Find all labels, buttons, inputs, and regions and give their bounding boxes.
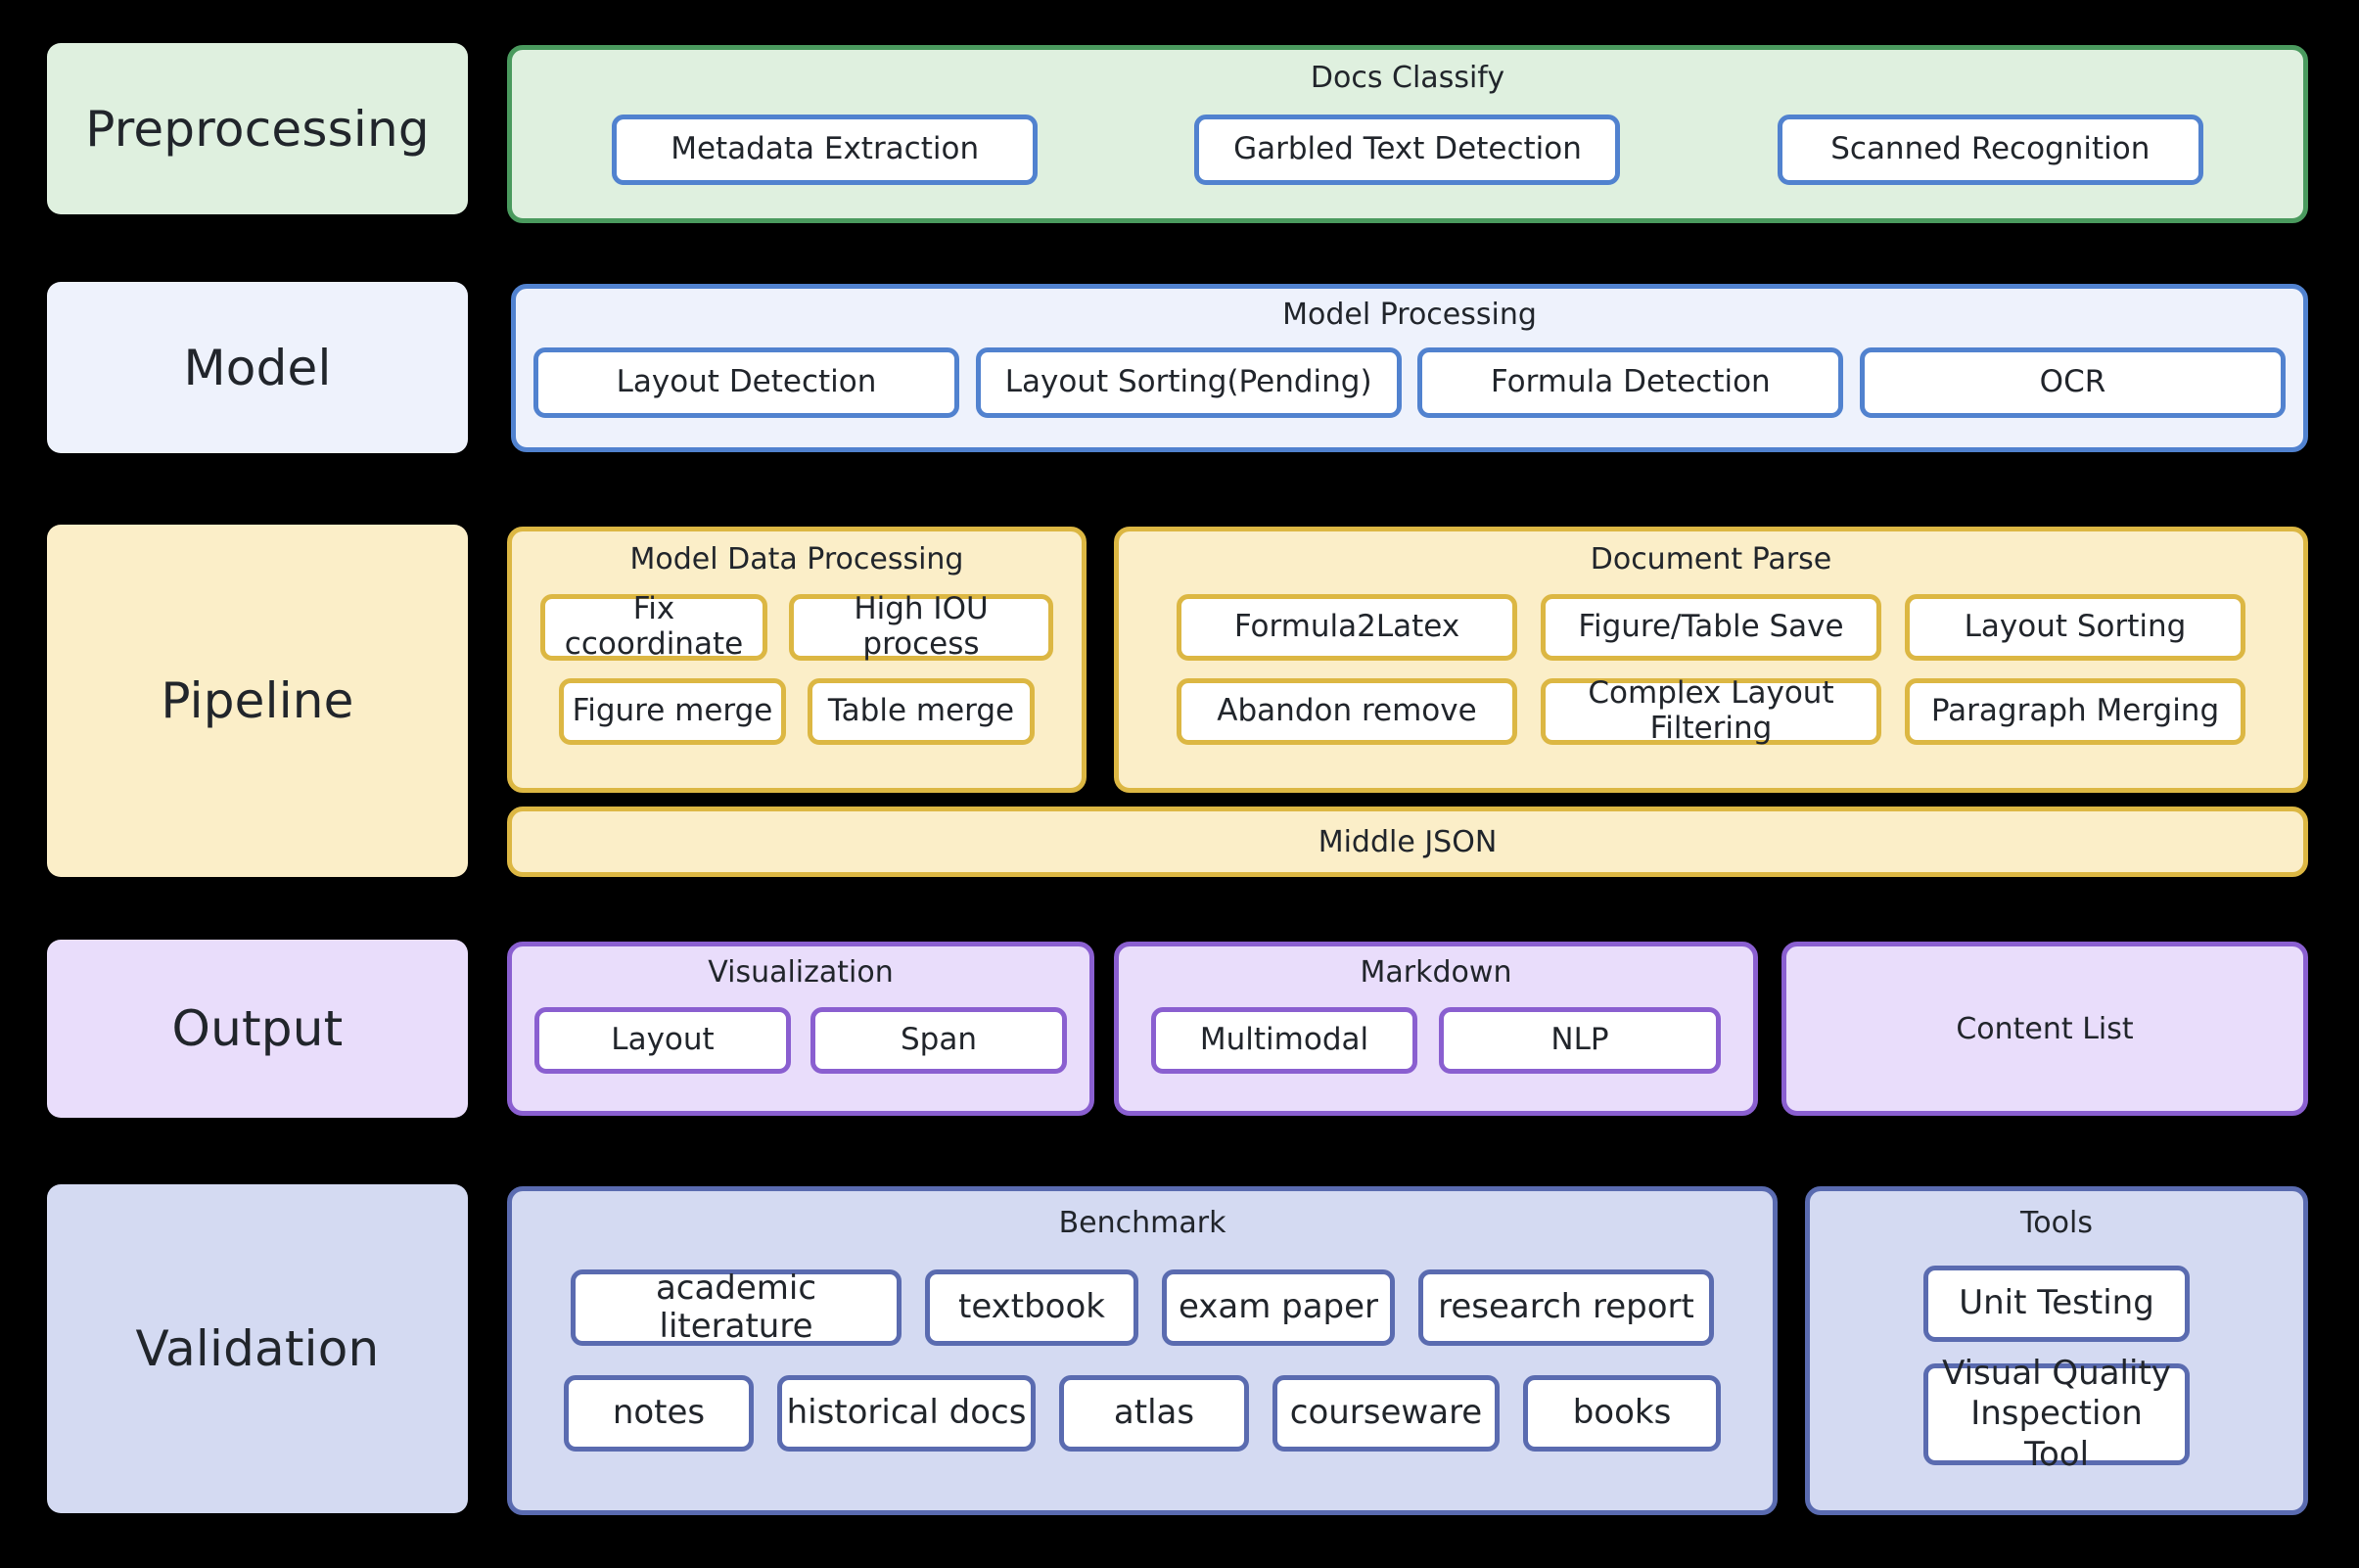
chip-figure-merge[interactable]: Figure merge: [559, 678, 786, 745]
chip-scanned-recognition[interactable]: Scanned Recognition: [1777, 115, 2203, 185]
panel-content-list: Content List: [1781, 942, 2308, 1116]
stage-label-validation-text: Validation: [135, 1320, 380, 1377]
stage-label-pipeline: Pipeline: [47, 525, 468, 877]
chip-table-merge[interactable]: Table merge: [808, 678, 1035, 745]
chip-formula2latex[interactable]: Formula2Latex: [1177, 594, 1517, 661]
chip-unit-testing[interactable]: Unit Testing: [1923, 1266, 2190, 1342]
chip-books[interactable]: books: [1523, 1375, 1721, 1452]
chip-exam-paper[interactable]: exam paper: [1162, 1269, 1395, 1346]
chip-paragraph-merging[interactable]: Paragraph Merging: [1905, 678, 2245, 745]
chip-label: Metadata Extraction: [671, 131, 980, 167]
stage-label-preprocessing: Preprocessing: [47, 43, 468, 214]
chip-label: Fix ccoordinate: [564, 591, 744, 662]
bar-middle-json-label: Middle JSON: [1318, 824, 1498, 859]
stage-label-validation: Validation: [47, 1184, 468, 1513]
chip-layout[interactable]: Layout: [534, 1007, 791, 1074]
chip-complex-layout-filtering[interactable]: Complex Layout Filtering: [1541, 675, 1881, 746]
chip-label: Span: [901, 1022, 977, 1058]
panel-benchmark: Benchmark academic literature textbook e…: [507, 1186, 1778, 1515]
panel-title-tools: Tools: [2020, 1206, 2093, 1240]
chip-label: Formula2Latex: [1233, 609, 1460, 645]
panel-model-data-processing: Model Data Processing Fix ccoordinate Hi…: [507, 527, 1087, 793]
chip-garbled-text-detection[interactable]: Garbled Text Detection: [1194, 115, 1621, 185]
panel-title-docs-classify: Docs Classify: [1310, 61, 1505, 95]
chip-label: academic literature: [655, 1268, 817, 1346]
stage-label-model-text: Model: [183, 339, 332, 396]
chip-fix-ccoordinate[interactable]: Fix ccoordinate: [540, 591, 767, 662]
chip-metadata-extraction[interactable]: Metadata Extraction: [612, 115, 1039, 185]
chip-label: Formula Detection: [1490, 364, 1771, 400]
stage-label-output-text: Output: [171, 1000, 344, 1057]
chip-label: NLP: [1550, 1022, 1609, 1058]
bar-middle-json: Middle JSON: [507, 807, 2308, 877]
chip-label: Table merge: [827, 693, 1015, 729]
chip-label: Layout Sorting: [1964, 609, 2187, 645]
chip-formula-detection[interactable]: Formula Detection: [1417, 347, 1844, 418]
chip-label: Complex Layout Filtering: [1588, 675, 1834, 746]
chip-label: research report: [1438, 1287, 1694, 1327]
chip-high-iou-process[interactable]: High IOU process: [789, 591, 1053, 662]
chip-label: Paragraph Merging: [1930, 693, 2220, 729]
stage-label-output: Output: [47, 940, 468, 1118]
panel-content-list-label: Content List: [1956, 1011, 2134, 1046]
panel-title-markdown: Markdown: [1360, 955, 1512, 990]
chip-label: High IOU process: [854, 591, 989, 662]
chip-span[interactable]: Span: [810, 1007, 1067, 1074]
chip-label: Abandon remove: [1217, 693, 1477, 729]
chip-label: notes: [612, 1393, 706, 1433]
chip-research-report[interactable]: research report: [1418, 1269, 1714, 1346]
chip-label: books: [1572, 1393, 1672, 1433]
chip-label: Scanned Recognition: [1830, 131, 2151, 167]
chip-label: Unit Testing: [1959, 1283, 2154, 1323]
chip-label: OCR: [2039, 364, 2106, 400]
chip-academic-literature[interactable]: academic literature: [571, 1268, 902, 1346]
chip-label: Figure/Table Save: [1578, 609, 1844, 645]
chip-layout-detection[interactable]: Layout Detection: [533, 347, 959, 418]
chip-label: Garbled Text Detection: [1233, 131, 1582, 167]
panel-model-processing: Model Processing Layout Detection Layout…: [511, 284, 2308, 452]
panel-title-model-data-processing: Model Data Processing: [629, 542, 964, 576]
panel-title-benchmark: Benchmark: [1058, 1206, 1226, 1240]
chip-layout-sorting-pending[interactable]: Layout Sorting(Pending): [975, 347, 1402, 418]
chip-visual-quality-inspection-tool[interactable]: Visual Quality Inspection Tool: [1923, 1354, 2190, 1474]
chip-historical-docs[interactable]: historical docs: [777, 1375, 1036, 1452]
chip-multimodal[interactable]: Multimodal: [1151, 1007, 1417, 1074]
chip-abandon-remove[interactable]: Abandon remove: [1177, 678, 1517, 745]
panel-visualization: Visualization Layout Span: [507, 942, 1094, 1116]
chip-textbook[interactable]: textbook: [925, 1269, 1138, 1346]
stage-label-model: Model: [47, 282, 468, 453]
chip-ocr[interactable]: OCR: [1859, 347, 2286, 418]
panel-title-model-processing: Model Processing: [1282, 298, 1537, 332]
chip-courseware[interactable]: courseware: [1272, 1375, 1500, 1452]
chip-figure-table-save[interactable]: Figure/Table Save: [1541, 594, 1881, 661]
chip-label: historical docs: [786, 1393, 1027, 1433]
panel-title-visualization: Visualization: [708, 955, 894, 990]
chip-notes[interactable]: notes: [564, 1375, 754, 1452]
chip-layout-sorting[interactable]: Layout Sorting: [1905, 594, 2245, 661]
panel-markdown: Markdown Multimodal NLP: [1114, 942, 1758, 1116]
panel-tools: Tools Unit Testing Visual Quality Inspec…: [1805, 1186, 2308, 1515]
stage-label-pipeline-text: Pipeline: [161, 672, 354, 729]
panel-docs-classify: Docs Classify Metadata Extraction Garble…: [507, 45, 2308, 223]
panel-document-parse: Document Parse Formula2Latex Figure/Tabl…: [1114, 527, 2308, 793]
chip-label: courseware: [1289, 1393, 1483, 1433]
chip-label: Layout Detection: [616, 364, 877, 400]
stage-label-preprocessing-text: Preprocessing: [85, 100, 430, 158]
chip-nlp[interactable]: NLP: [1439, 1007, 1721, 1074]
chip-label: Layout Sorting(Pending): [1004, 364, 1372, 400]
chip-label: Multimodal: [1199, 1022, 1369, 1058]
chip-label: Visual Quality Inspection Tool: [1942, 1353, 2171, 1474]
chip-label: Figure merge: [572, 693, 773, 729]
panel-title-document-parse: Document Parse: [1590, 542, 1832, 576]
chip-label: exam paper: [1178, 1287, 1379, 1327]
chip-label: atlas: [1113, 1393, 1195, 1433]
chip-atlas[interactable]: atlas: [1059, 1375, 1249, 1452]
chip-label: Layout: [611, 1022, 715, 1058]
chip-label: textbook: [958, 1287, 1105, 1327]
